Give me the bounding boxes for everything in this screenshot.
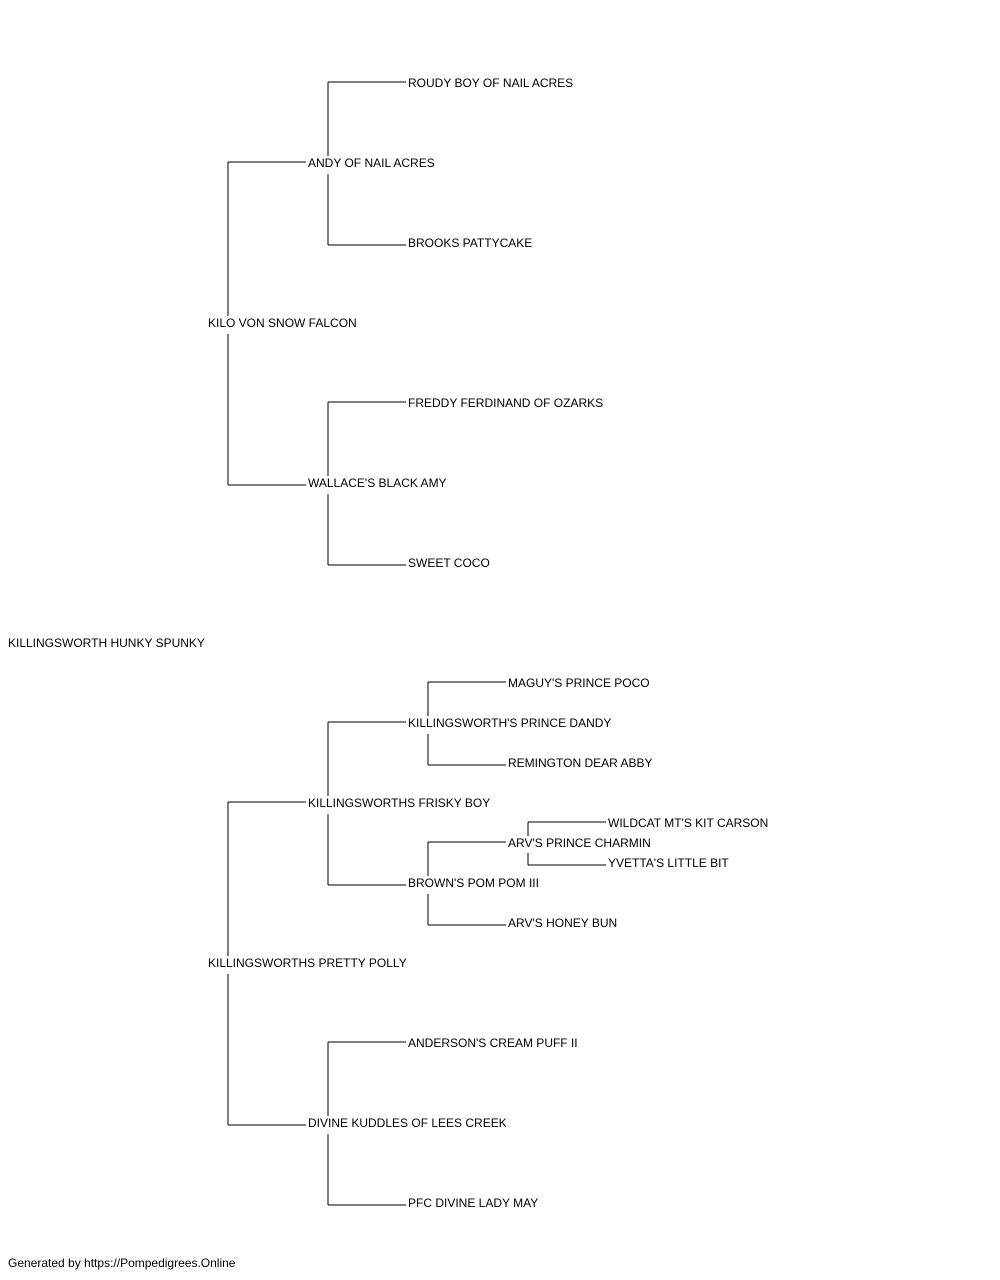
generated-by-footer: Generated by https://Pompedigrees.Online	[8, 1256, 236, 1270]
dog-name-sire-sire: ANDY OF NAIL ACRES	[308, 156, 435, 170]
dog-name-sire-dam: WALLACE'S BLACK AMY	[308, 476, 447, 490]
dog-name-dam: KILLINGSWORTHS PRETTY POLLY	[208, 956, 407, 970]
dog-name-dam-dam-dam: PFC DIVINE LADY MAY	[408, 1196, 538, 1210]
dog-name-dam-sire-sire: KILLINGSWORTH'S PRINCE DANDY	[408, 716, 611, 730]
dog-name-sire: KILO VON SNOW FALCON	[208, 316, 357, 330]
dog-name-sire-sire-dam: BROOKS PATTYCAKE	[408, 236, 532, 250]
dog-name-dam-sire-dam-dam: ARV'S HONEY BUN	[508, 916, 617, 930]
dog-name-dam-sire-dam: BROWN'S POM POM III	[408, 876, 539, 890]
dog-name-sire-dam-sire: FREDDY FERDINAND OF OZARKS	[408, 396, 603, 410]
dog-name-dam-sire-dam-sire-sire: WILDCAT MT'S KIT CARSON	[608, 816, 768, 830]
dog-name-dam-dam-sire: ANDERSON'S CREAM PUFF II	[408, 1036, 578, 1050]
dog-name-sire-sire-sire: ROUDY BOY OF NAIL ACRES	[408, 76, 573, 90]
dog-name-dam-sire-dam-sire-dam: YVETTA'S LITTLE BIT	[608, 856, 729, 870]
dog-name-sire-dam-dam: SWEET COCO	[408, 556, 490, 570]
dog-name-dam-sire-sire-sire: MAGUY'S PRINCE POCO	[508, 676, 650, 690]
dog-name-dam-dam: DIVINE KUDDLES OF LEES CREEK	[308, 1116, 507, 1130]
dog-name-dam-sire: KILLINGSWORTHS FRISKY BOY	[308, 796, 490, 810]
pedigree-connectors	[227, 81, 606, 1206]
dog-name-dam-sire-dam-sire: ARV'S PRINCE CHARMIN	[508, 836, 651, 850]
dog-name-subject: KILLINGSWORTH HUNKY SPUNKY	[8, 636, 205, 650]
dog-name-dam-sire-sire-dam: REMINGTON DEAR ABBY	[508, 756, 652, 770]
